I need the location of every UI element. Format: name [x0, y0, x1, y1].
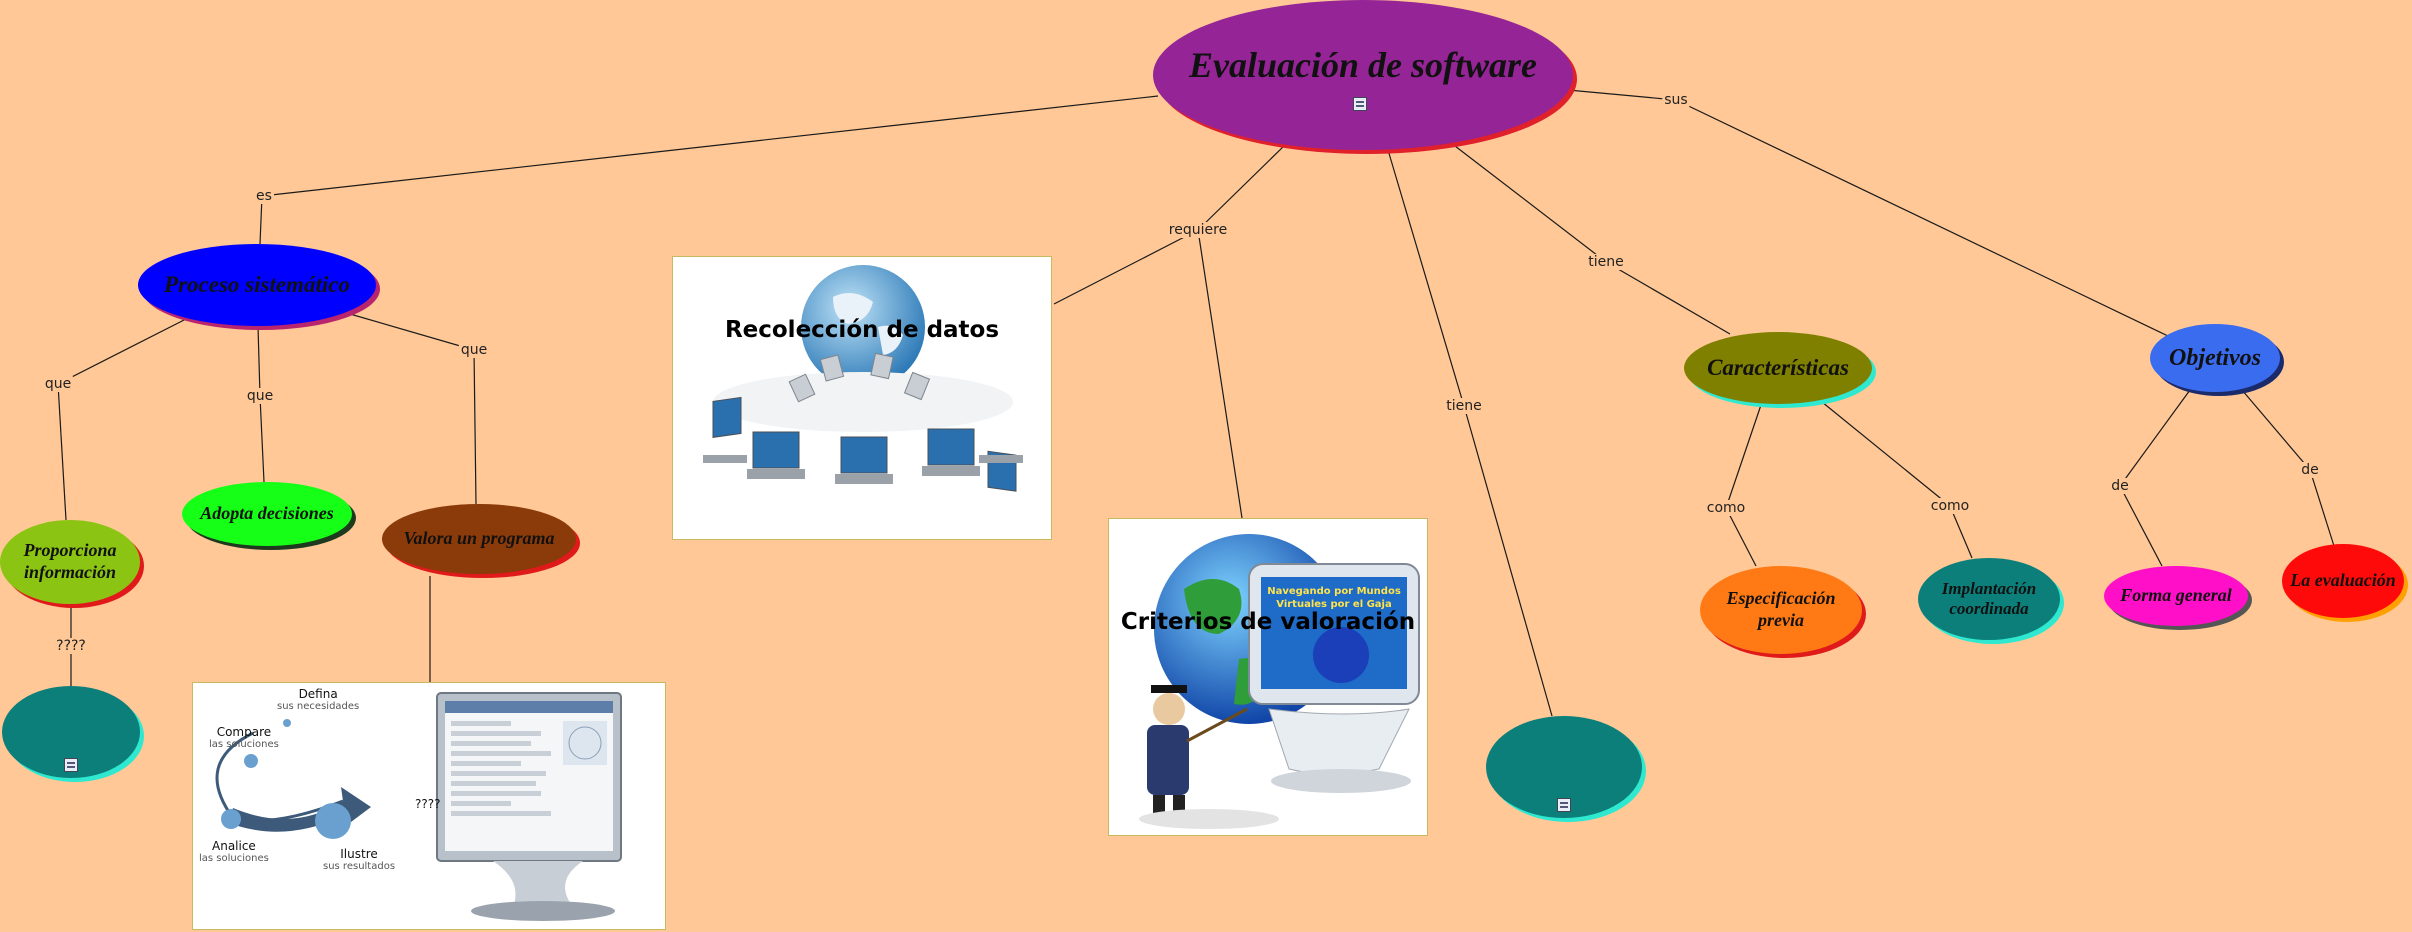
step-analice: Analice las soluciones	[199, 839, 269, 864]
link-label-es: es	[254, 188, 274, 204]
line-requiere-recoleccion	[1053, 229, 1199, 305]
line-caracteristicas-como2	[1821, 401, 1951, 507]
line-como2-implantacion	[1949, 505, 1973, 559]
implantacion-label: Implantación coordinada	[1941, 578, 2037, 618]
criterios-title: Criterios de valoración	[1120, 609, 1416, 635]
line-sus-objetivos	[1675, 99, 2169, 337]
line-caracteristicas-como1	[1725, 401, 1763, 509]
line-que3-valora	[473, 349, 477, 505]
note-icon[interactable]	[1353, 97, 1367, 111]
line-central-tiene1	[1454, 145, 1607, 263]
node-implantacion-coordinada[interactable]: Implantación coordinada	[1918, 558, 2060, 640]
node-forma-general[interactable]: Forma general	[2104, 566, 2248, 626]
node-valora-programa[interactable]: Valora un programa	[382, 504, 576, 574]
image-proceso-pasos[interactable]: Defina sus necesidades Compare las soluc…	[192, 682, 666, 930]
screen-caption: Navegando por Mundos Virtuales por el Ga…	[1267, 586, 1401, 610]
evaluacion-label: La evaluación	[2290, 570, 2396, 591]
step-defina: Defina sus necesidades	[277, 687, 360, 712]
question-icon[interactable]	[64, 758, 78, 772]
proporciona-label: Proporciona información	[23, 540, 117, 582]
line-objetivos-de2	[2241, 389, 2311, 471]
valora-label: Valora un programa	[403, 528, 555, 549]
step-unknown: ????	[415, 797, 441, 811]
proceso-label: Proceso sistemático	[164, 272, 350, 298]
line-como1-especificacion	[1725, 507, 1757, 567]
line-central-sus	[1567, 89, 1677, 101]
line-central-es	[261, 95, 1159, 197]
line-que1-proporciona	[57, 383, 67, 521]
link-label-unknown: ????	[54, 638, 88, 654]
line-proceso-que2	[257, 325, 261, 397]
line-tiene1-caracteristicas	[1605, 261, 1731, 335]
line-requiere-criterios	[1197, 229, 1243, 519]
line-de1-forma	[2119, 485, 2163, 567]
forma-label: Forma general	[2120, 585, 2232, 606]
line-proceso-que1	[57, 317, 189, 385]
link-label-sus: sus	[1662, 92, 1690, 108]
node-proceso-sistematico[interactable]: Proceso sistemático	[138, 244, 376, 326]
node-la-evaluacion[interactable]: La evaluación	[2282, 544, 2404, 618]
step-compare: Compare las soluciones	[209, 725, 279, 750]
step-ilustre: Ilustre sus resultados	[323, 847, 396, 872]
objetivos-label: Objetivos	[2169, 344, 2261, 371]
adopta-label: Adopta decisiones	[200, 503, 334, 524]
node-especificacion-previa[interactable]: Especificación previa	[1700, 566, 1862, 654]
node-adopta-decisiones[interactable]: Adopta decisiones	[182, 482, 352, 546]
line-central-tiene2	[1387, 149, 1465, 407]
line-es-proceso	[259, 195, 263, 245]
recoleccion-title: Recolección de datos	[724, 317, 1000, 343]
link-label-requiere: requiere	[1166, 222, 1230, 238]
line-tiene2-teal	[1463, 405, 1553, 717]
link-label-de: de	[2299, 462, 2321, 478]
link-label-tiene: tiene	[1444, 398, 1484, 414]
line-objetivos-de1	[2119, 389, 2191, 487]
line-de2-evaluacion	[2309, 469, 2335, 547]
central-title: Evaluación de software	[1189, 45, 1537, 85]
image-criterios-valoracion[interactable]: Navegando por Mundos Virtuales por el Ga…	[1108, 518, 1428, 836]
link-label-que: que	[42, 376, 74, 392]
line-que2-adopta	[259, 395, 265, 483]
image-recoleccion-datos[interactable]: Recolección de datos	[672, 256, 1052, 540]
link-label-como: como	[1928, 498, 1972, 514]
especificacion-label: Especificación previa	[1726, 588, 1836, 630]
network-globe-illustration	[703, 265, 1023, 492]
central-node[interactable]: Evaluación de software	[1153, 0, 1573, 150]
caracteristicas-label: Características	[1707, 355, 1849, 381]
link-label-tiene: tiene	[1586, 254, 1626, 270]
line-proceso-que3	[349, 313, 475, 351]
line-central-requiere	[1197, 143, 1287, 231]
monitor-globe-illustration	[1139, 534, 1420, 829]
node-caracteristicas[interactable]: Características	[1684, 332, 1872, 404]
link-label-que: que	[244, 388, 276, 404]
steps-monitor-illustration	[215, 692, 622, 921]
link-label-como: como	[1704, 500, 1748, 516]
node-objetivos[interactable]: Objetivos	[2150, 324, 2280, 392]
link-label-de: de	[2109, 478, 2131, 494]
note-icon[interactable]	[1557, 798, 1571, 812]
node-proporciona-informacion[interactable]: Proporciona información	[0, 520, 140, 604]
link-label-que: que	[458, 342, 490, 358]
